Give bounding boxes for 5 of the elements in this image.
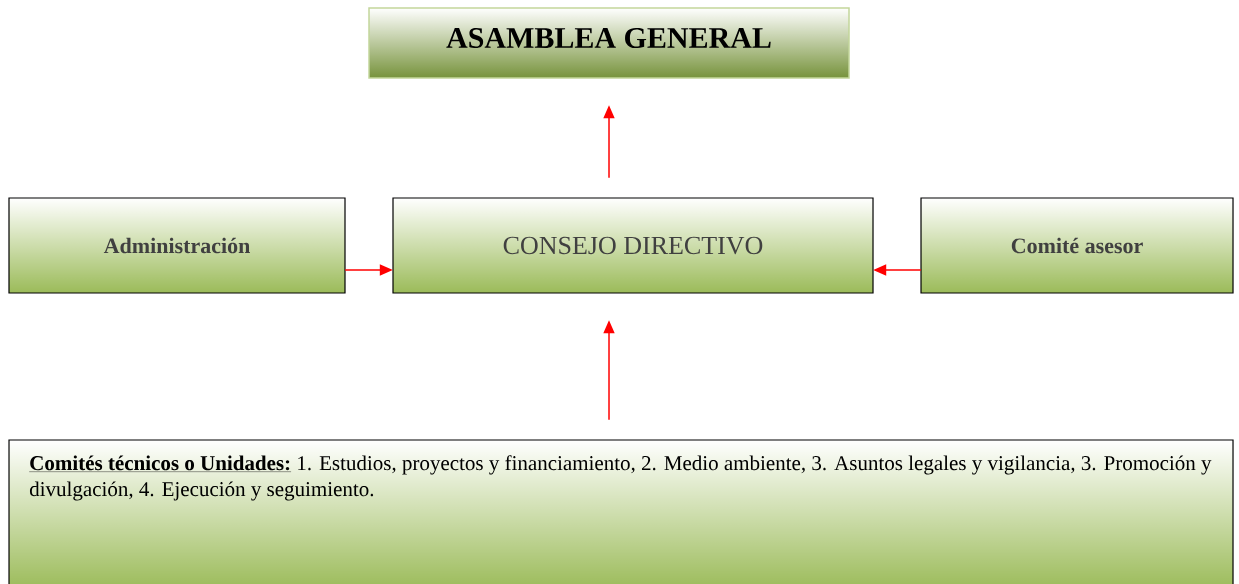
title-box: ASAMBLEA GENERAL: [368, 7, 850, 79]
org-box: CONSEJO DIRECTIVO: [392, 197, 874, 294]
org-box: Administración: [8, 197, 346, 294]
text-box: Comités técnicos o Unidades: 1. Estudios, proyectos y financiamiento, 2. Medio ambiente, 3. Asuntos legales y vigilancia, 3. Promoción y divulgación, 4. Ejecución y seguimiento.: [8, 439, 1234, 584]
org-box: Comité asesor: [920, 197, 1234, 294]
